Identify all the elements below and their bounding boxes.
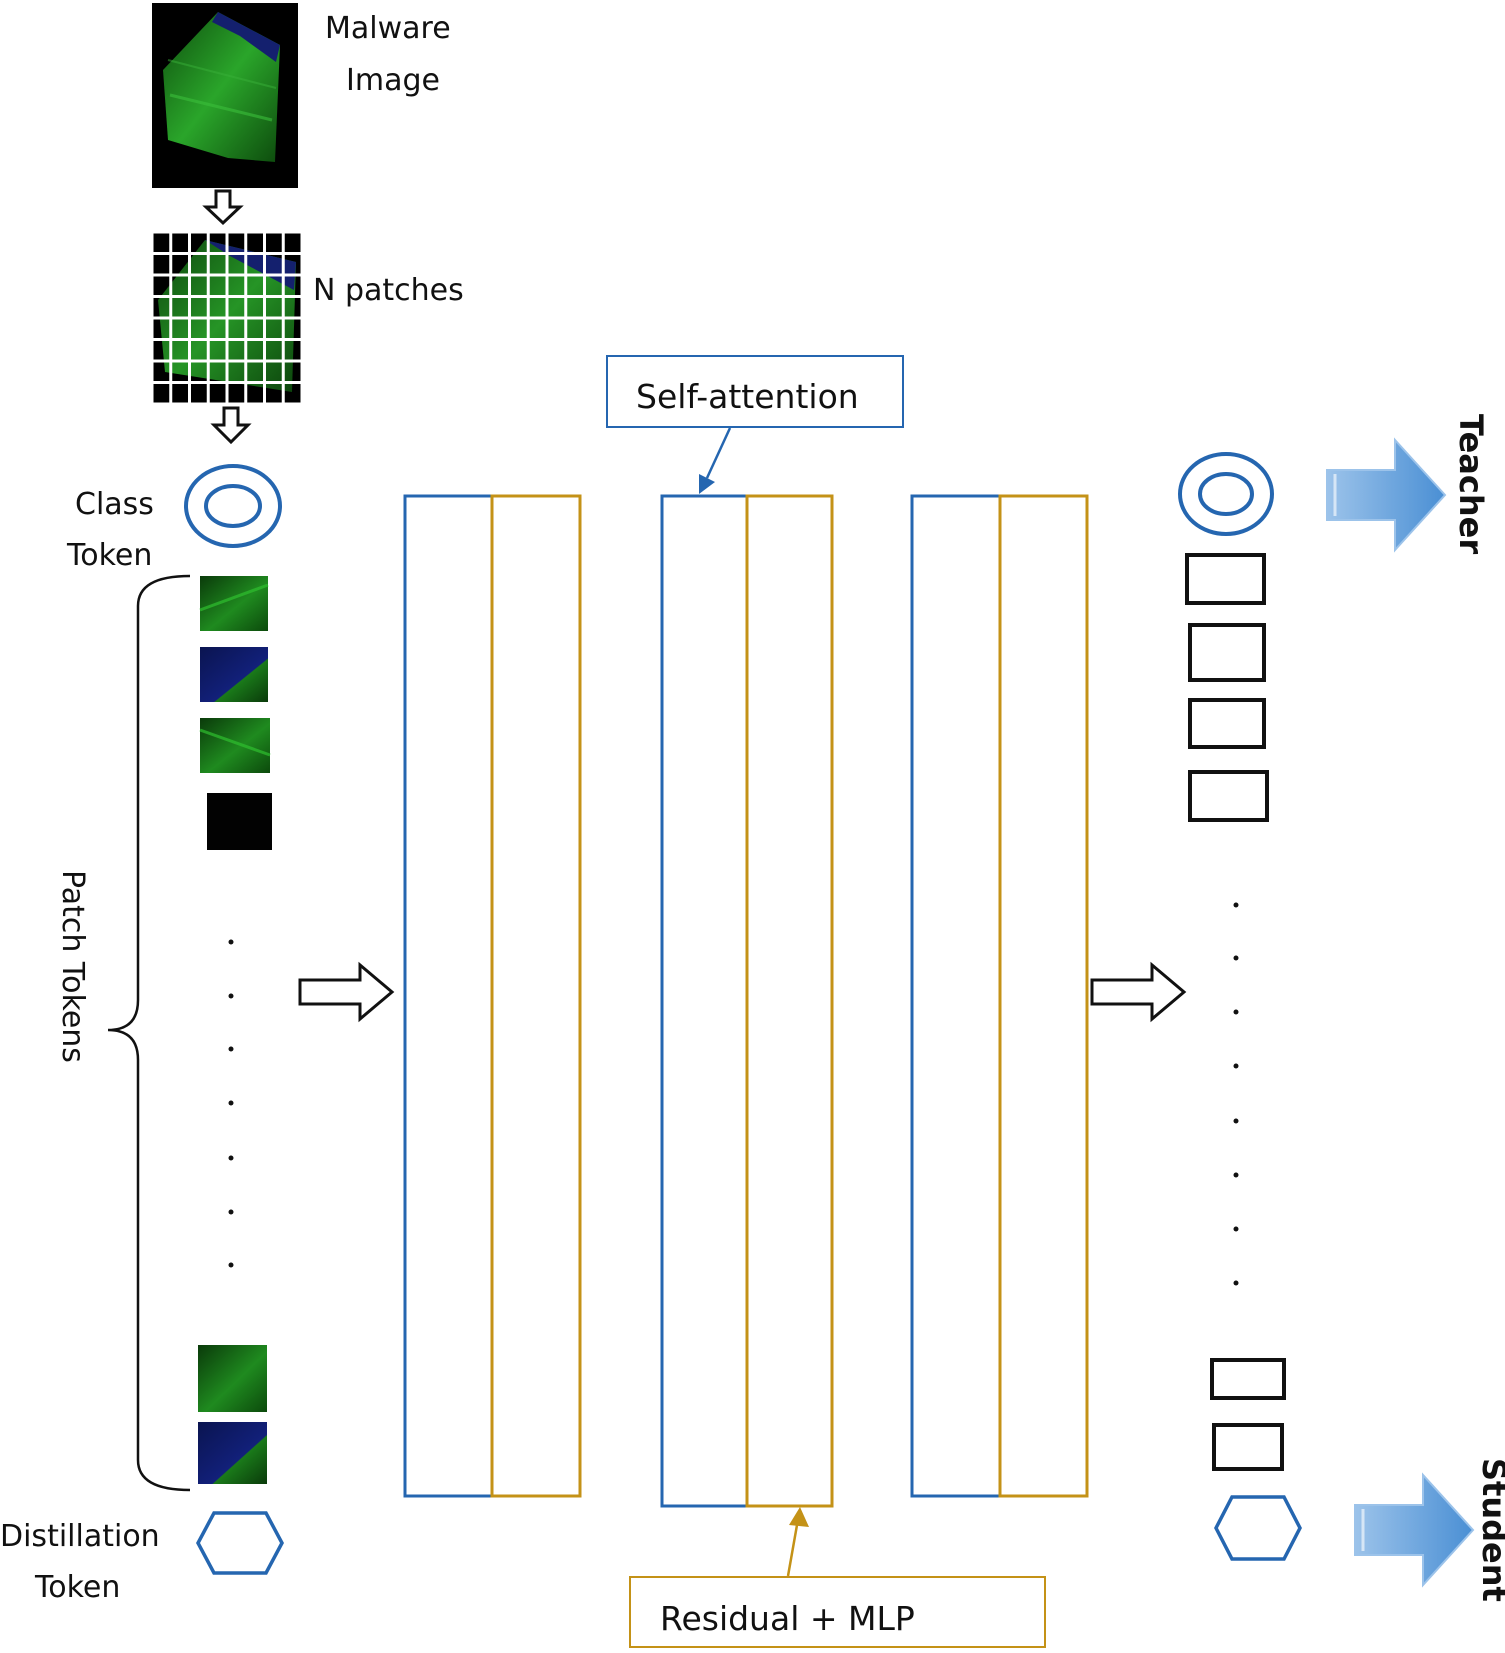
output-class-token-icon — [1178, 452, 1274, 536]
residual-mlp-callout — [629, 1576, 1046, 1648]
right-arrow-icon — [1090, 961, 1187, 1023]
down-arrow-icon — [210, 406, 252, 445]
teacher-label: Teacher — [1452, 414, 1490, 554]
student-arrow-icon — [1354, 1472, 1475, 1588]
mlp-layer — [998, 494, 1089, 1498]
malware-image-label-line1: Malware — [325, 11, 451, 46]
n-patches-label: N patches — [313, 273, 464, 308]
output-token — [1185, 553, 1266, 605]
patch-token — [198, 1422, 267, 1484]
ellipsis-dots — [1233, 902, 1239, 1286]
ellipsis-dot — [1233, 1063, 1239, 1069]
input-patch-tokens — [198, 576, 272, 1484]
output-token — [1188, 623, 1266, 682]
ellipsis-dot — [228, 1046, 234, 1052]
output-token — [1210, 1358, 1286, 1400]
patch-token — [198, 1345, 267, 1412]
distillation-token-label-line1: Distillation — [0, 1519, 160, 1554]
patch-tokens-label: Patch Tokens — [55, 870, 90, 1063]
ellipsis-dot — [228, 993, 234, 999]
ellipsis-dot — [1233, 902, 1239, 908]
patch-token — [200, 647, 268, 702]
class-token-icon — [184, 464, 282, 548]
mlp-layer — [745, 494, 834, 1508]
mlp-layer — [490, 494, 582, 1498]
right-arrow-icon — [298, 961, 395, 1023]
output-distillation-token-icon — [1214, 1495, 1302, 1561]
ellipsis-dots — [228, 939, 234, 1268]
output-token — [1212, 1423, 1284, 1471]
ellipsis-dot — [1233, 1172, 1239, 1178]
distillation-token-label-line2: Token — [34, 1570, 120, 1605]
arrowhead-icon — [699, 474, 715, 494]
residual-mlp-pointer — [786, 1524, 799, 1577]
encoder-block-1 — [403, 494, 582, 1498]
ellipsis-dot — [1233, 1009, 1239, 1015]
malware-image-label-line2: Image — [346, 63, 440, 98]
output-token — [1188, 770, 1269, 822]
encoder-block-3 — [910, 494, 1089, 1498]
ellipsis-dot — [228, 1100, 234, 1106]
self-attention-pointer — [705, 427, 732, 479]
output-patch-tokens — [1185, 553, 1286, 1471]
self-attention-callout — [606, 355, 904, 428]
arrowhead-icon — [789, 1507, 809, 1527]
class-token-label-line1: Class — [75, 487, 154, 522]
ellipsis-dot — [1233, 955, 1239, 961]
self-attention-label: Self-attention — [636, 377, 859, 416]
patch-token — [199, 718, 271, 773]
ellipsis-dot — [228, 1155, 234, 1161]
teacher-arrow-icon — [1326, 437, 1447, 553]
patch-grid — [150, 230, 304, 406]
down-arrow-icon — [202, 189, 244, 226]
patch-token — [199, 576, 269, 631]
patch-tokens-brace — [107, 574, 191, 1492]
self-attention-layer — [660, 494, 749, 1508]
ellipsis-dot — [1233, 1280, 1239, 1286]
ellipsis-dot — [228, 1262, 234, 1268]
self-attention-layer — [910, 494, 1002, 1498]
ellipsis-dot — [228, 939, 234, 945]
class-token-label-line2: Token — [66, 538, 152, 573]
self-attention-layer — [403, 494, 494, 1498]
distillation-token-icon — [196, 1511, 284, 1575]
student-label: Student — [1475, 1458, 1505, 1602]
residual-mlp-label: Residual + MLP — [660, 1599, 915, 1638]
ellipsis-dot — [1233, 1226, 1239, 1232]
patch-token — [207, 793, 272, 850]
malware-image — [152, 3, 298, 188]
output-token — [1188, 698, 1266, 749]
encoder-block-2 — [660, 494, 834, 1508]
ellipsis-dot — [1233, 1118, 1239, 1124]
ellipsis-dot — [228, 1209, 234, 1215]
